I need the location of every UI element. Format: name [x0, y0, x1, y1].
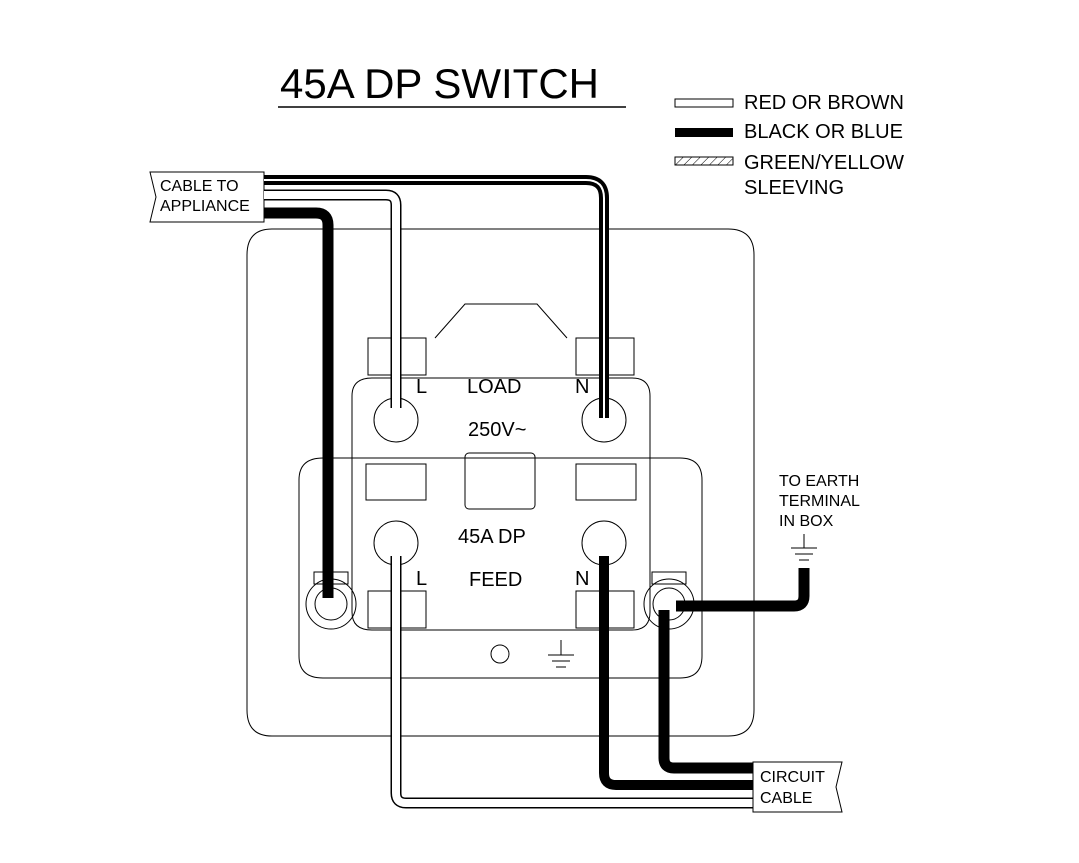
terminal-label-feed-n: N: [575, 568, 589, 590]
fixing-hole: [490, 644, 510, 664]
earth-terminal-label-line2: TERMINAL: [779, 493, 860, 510]
feed-label: FEED: [469, 569, 522, 591]
legend-label-live: RED OR BROWN: [744, 92, 904, 114]
terminal-label-load-l: L: [416, 376, 427, 398]
circuit-cable-label-line1: CIRCUIT: [760, 769, 825, 786]
terminal-label-feed-l: L: [416, 568, 427, 590]
legend-label-neutral: BLACK OR BLUE: [744, 121, 903, 143]
slot-left: [365, 463, 427, 501]
legend-swatch-live: [674, 98, 734, 108]
wires: [264, 175, 810, 809]
earth-terminal-label-line3: IN BOX: [779, 513, 834, 530]
diagram-title: 45A DP SWITCH: [280, 60, 599, 107]
rating-label: 45A DP: [458, 526, 526, 548]
wire-neutral-feed: [599, 556, 758, 790]
legend-label-earth-line2: SLEEVING: [744, 177, 844, 199]
legend-swatch-earth: [674, 156, 734, 166]
cable-to-appliance-label-line2: APPLIANCE: [160, 198, 250, 215]
earth-symbol-box: [791, 534, 817, 561]
legend-label-earth-line1: GREEN/YELLOW: [744, 152, 904, 174]
voltage-label: 250V~: [468, 419, 526, 441]
load-label: LOAD: [467, 376, 521, 398]
slot-right: [575, 463, 637, 501]
terminal-label-load-n: N: [575, 376, 589, 398]
legend-swatch-neutral: [675, 128, 733, 137]
switch-body: [305, 303, 695, 664]
wire-earth-feed: [658, 610, 758, 774]
cable-to-appliance-box: CABLE TO APPLIANCE: [149, 171, 265, 223]
circuit-cable-label-line2: CABLE: [760, 790, 812, 807]
earth-symbol-switch: [548, 640, 574, 668]
wire-earth-box: [676, 568, 810, 612]
legend: RED OR BROWN BLACK OR BLUE GREEN/YELLOW …: [674, 92, 904, 199]
wire-earth-appliance: [264, 207, 334, 598]
circuit-cable-box: CIRCUIT CABLE: [752, 761, 843, 813]
switch-center-square: [464, 452, 536, 510]
cable-to-appliance-label-line1: CABLE TO: [160, 178, 239, 195]
back-box: [246, 228, 755, 737]
earth-terminal-label-line1: TO EARTH: [779, 473, 859, 490]
